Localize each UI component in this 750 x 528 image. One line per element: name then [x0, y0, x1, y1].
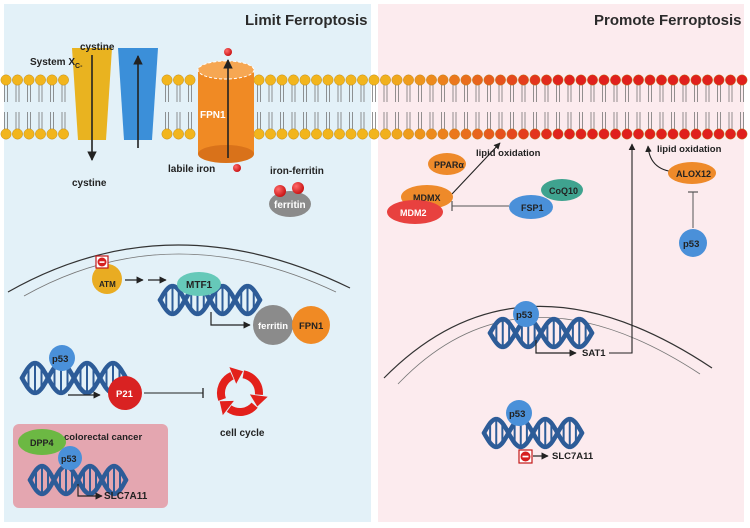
p53-left-node	[49, 345, 75, 371]
colorectal-slc7a11-label: SLC7A11	[104, 491, 148, 502]
cell-cycle-icon	[216, 367, 268, 417]
ferritin-complex-label: ferritin	[274, 200, 306, 211]
left-panel-title: Limit Ferroptosis	[245, 12, 368, 29]
mdm2-node	[387, 200, 443, 224]
lipid-oxidation-left-label: lipid oxidation	[476, 148, 541, 159]
atm-node	[92, 264, 122, 294]
p21-label: P21	[116, 389, 134, 400]
dpp4-label: DPP4	[30, 438, 54, 448]
ppara-node	[428, 153, 466, 175]
colorectal-dna	[27, 463, 129, 497]
mdm-to-lipid-arrow	[451, 142, 501, 195]
left-nuclear-envelope	[7, 244, 351, 293]
fsp1-node	[509, 195, 553, 219]
sat1-label: SAT1	[582, 348, 606, 359]
exported-iron-icon	[224, 48, 232, 56]
ferritin-iron-1-icon	[274, 185, 286, 197]
slc7a11-dna	[481, 416, 585, 450]
ferritin-node-label: ferritin	[258, 321, 288, 332]
lipid-oxidation-right-label: lipid oxidation	[657, 144, 722, 155]
ferritin-complex-icon	[269, 191, 311, 217]
mdm2-label: MDM2	[400, 208, 427, 218]
cystine-bottom-label: cystine	[72, 178, 107, 189]
dpp4-node	[18, 429, 66, 455]
fpn1-node-label: FPN1	[299, 321, 324, 332]
labile-iron-label: labile iron	[168, 164, 215, 175]
ferritin-node	[253, 305, 293, 345]
fpn1-node	[292, 306, 330, 344]
mtf1-label: MTF1	[186, 280, 213, 291]
colorectal-cancer-label: colorectal cancer	[64, 432, 142, 443]
sat1-dna	[487, 316, 595, 350]
lipid-bilayer	[0, 74, 748, 140]
colorectal-slc7a11-arrow	[77, 484, 103, 500]
system-xc-label: System XC-	[30, 57, 83, 70]
p21-node	[108, 376, 142, 410]
mtf1-node	[177, 272, 221, 296]
p53-colorectal-label: p53	[61, 454, 77, 464]
alox12-node	[668, 162, 716, 184]
cystine-top-label: cystine	[80, 42, 115, 53]
p53-colorectal-node	[58, 446, 82, 470]
left-nuclear-envelope-inner	[23, 253, 337, 297]
sat1-to-membrane-arrow	[609, 143, 636, 354]
p53-sat1-node	[513, 301, 539, 327]
p53-cytoplasm-label: p53	[683, 239, 699, 250]
p53-slc7a11-node	[506, 400, 532, 426]
cell-cycle-label: cell cycle	[220, 428, 265, 439]
fpn1-channel	[197, 60, 255, 163]
p53-to-sat1-arrow	[535, 340, 577, 357]
mdmx-label: MDMX	[413, 193, 441, 203]
p53-slc7a11-label: p53	[509, 409, 525, 420]
fpn1-label: FPN1	[200, 110, 226, 121]
mtf1-dna	[157, 283, 263, 317]
alox12-label: ALOX12	[676, 169, 711, 179]
labile-iron-icon	[233, 164, 241, 172]
p53-left-label: p53	[52, 354, 68, 365]
atm-label: ATM	[99, 280, 116, 289]
coq10-node	[541, 179, 583, 201]
p53-sat1-label: p53	[516, 310, 532, 321]
ppara-label: PPARα	[434, 160, 464, 170]
slc7a11-right-label: SLC7A11	[552, 451, 594, 462]
fsp1-label: FSP1	[521, 203, 544, 213]
mtf1-transcription-arrow	[210, 312, 251, 329]
coq10-label: CoQ10	[549, 186, 578, 196]
iron-ferritin-label: iron-ferritin	[270, 166, 324, 177]
right-panel-title: Promote Ferroptosis	[594, 12, 742, 29]
p53-cytoplasm-node	[679, 229, 707, 257]
system-xc-transporter	[72, 48, 158, 161]
ferritin-iron-2-icon	[292, 182, 304, 194]
